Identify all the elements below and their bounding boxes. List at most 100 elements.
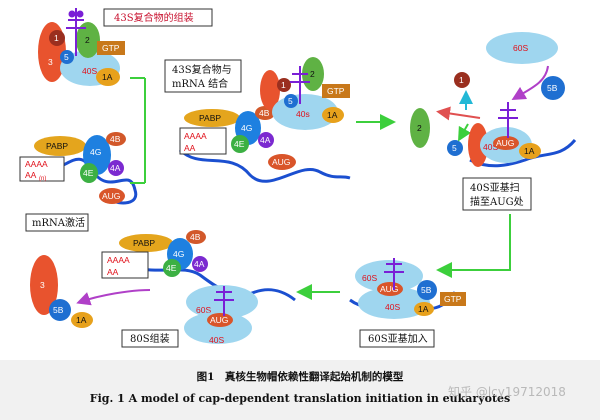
eIF5-shape <box>60 50 74 64</box>
eIF4A-c-label: 4A <box>260 135 271 145</box>
label-mrna-activation-box <box>25 213 89 232</box>
eIF4G-c-label: 4G <box>241 123 252 133</box>
40s-e-label: 40S <box>385 302 400 312</box>
eIF1-label: 1 <box>54 33 59 43</box>
eIF5B-e <box>417 280 437 300</box>
polya-subscript: (n) <box>39 176 46 182</box>
60s-f <box>186 285 258 319</box>
60s-e <box>355 260 423 292</box>
trna-e-icon <box>384 258 404 290</box>
eIF3-label: 3 <box>48 57 53 67</box>
polya-label-1: AAAA <box>25 159 48 169</box>
label-60s-join: 60S亚基加入 <box>368 332 428 345</box>
60s-free <box>486 32 558 64</box>
mrna-strand-d <box>469 138 577 168</box>
40s-d-label: 40S <box>483 142 498 152</box>
eIF5-c-label: 5 <box>288 96 293 106</box>
60s-e-label: 60S <box>362 273 377 283</box>
eIF4E-shape <box>80 163 98 183</box>
eIF1-c <box>277 78 291 92</box>
aug-e <box>377 282 403 296</box>
label-60s-join-box <box>359 329 435 348</box>
trna-d-icon <box>498 102 518 138</box>
eIF4B-f-label: 4B <box>190 232 201 242</box>
panel-43s-mrna-binding: 43S复合物与 mRNA 结合 PABP AAAA AA 4G 4B 4E 4A… <box>164 57 351 183</box>
eIF4A-c <box>258 132 274 148</box>
eIF2-shape <box>76 22 100 58</box>
eIF4A-f <box>192 256 208 272</box>
arrow-factors-released <box>76 289 151 306</box>
eIF4E-f <box>163 259 181 277</box>
eIF2-label: 2 <box>85 35 90 45</box>
figure-caption-cn: 图1 真核生物帽依赖性翻译起始机制的模型 <box>196 371 404 383</box>
eIF5-released <box>447 140 463 156</box>
eIF4A-shape <box>108 160 124 176</box>
label-80s-assembly: 80S组装 <box>130 332 170 345</box>
eIF1A-f-label: 1A <box>76 315 87 325</box>
arrow-d-to-e <box>436 214 511 278</box>
aug-label: AUG <box>102 191 120 201</box>
eIF3-f-label: 3 <box>40 280 45 290</box>
label-40s-scan-line1: 40S亚基扫 <box>470 181 520 194</box>
aug-e-label: AUG <box>380 284 398 294</box>
aug-c <box>268 154 296 170</box>
eIF1A-d-label: 1A <box>524 146 535 156</box>
eIF5-released-label: 5 <box>452 143 457 153</box>
panel-40s-scanning: 60S 5B 2 1 5 40S AUG 1A 40S亚基扫 描至AUG处 <box>410 32 577 211</box>
eIF5-label: 5 <box>64 52 69 62</box>
eIF5-c <box>284 94 298 108</box>
watermark-text: 知乎 @lcy19712018 <box>448 385 566 399</box>
pabp-f-label: PABP <box>133 238 155 248</box>
eIF4G-f-label: 4G <box>173 249 184 259</box>
pabp-c <box>184 109 240 127</box>
label-43s-mrna-box <box>164 59 242 93</box>
panel-80s-assembly: 3 5B 1A PABP AAAA AA 4G 4B 4E 4A 60S 40S… <box>30 230 296 348</box>
gtp-e <box>440 292 466 306</box>
40s-f-label: 40S <box>209 335 224 345</box>
eIF1A-label: 1A <box>102 72 113 82</box>
eIF5B-f <box>49 299 71 321</box>
eIF1-released <box>454 72 470 88</box>
polya-f-1: AAAA <box>107 255 130 265</box>
eIF5B-e-label: 5B <box>421 285 432 295</box>
panel-60s-joining: 60S 40S AUG 5B 1A GTP 60S亚基加入 <box>349 258 466 348</box>
eIF1-shape <box>49 30 65 46</box>
bracket-connector <box>130 77 146 184</box>
eIF4E-c-label: 4E <box>234 139 245 149</box>
pabp-c-label: PABP <box>199 113 221 123</box>
eIF1-c-label: 1 <box>281 80 286 90</box>
aug-f-label: AUG <box>210 315 228 325</box>
aug-d <box>493 136 519 150</box>
polya-box <box>19 156 65 182</box>
label-40s-scan-box <box>462 177 532 211</box>
eIF5B-free <box>541 76 565 100</box>
trna-c-icon <box>290 66 310 104</box>
eIF1A-shape <box>96 68 120 86</box>
eIF3-f <box>30 255 58 315</box>
panel-43s-assembly: 3 40S 2 1 5 1A GTP 43S复合物的组装 <box>38 8 213 86</box>
arrow-eIF2-out <box>436 106 481 121</box>
eIF1-released-label: 1 <box>459 75 464 85</box>
label-43s-mrna-line2: mRNA 结合 <box>172 77 228 90</box>
pabp-f <box>119 234 173 252</box>
eIF3-d <box>468 123 488 167</box>
label-43s-assembly: 43S复合物的组装 <box>114 11 194 24</box>
trna-f-icon <box>214 286 234 316</box>
gtp-e-label: GTP <box>444 294 462 304</box>
polya-f-box <box>101 251 149 279</box>
60s-f-label: 60S <box>196 305 211 315</box>
eIF2-released-label: 2 <box>417 123 422 133</box>
eIF2-released <box>410 108 430 148</box>
pabp-label: PABP <box>46 141 68 151</box>
eIF4E-f-label: 4E <box>166 263 177 273</box>
polya-f-2: AA <box>107 267 119 277</box>
40s-label: 40S <box>82 66 97 76</box>
pabp-shape <box>34 136 86 156</box>
polya-label-2: AA <box>25 170 37 180</box>
aug-f <box>207 313 233 327</box>
caption-band <box>0 360 600 420</box>
arrow-eIF5-out <box>458 123 472 142</box>
eIF1A-f <box>71 312 93 328</box>
eIF1A-e <box>414 302 434 316</box>
